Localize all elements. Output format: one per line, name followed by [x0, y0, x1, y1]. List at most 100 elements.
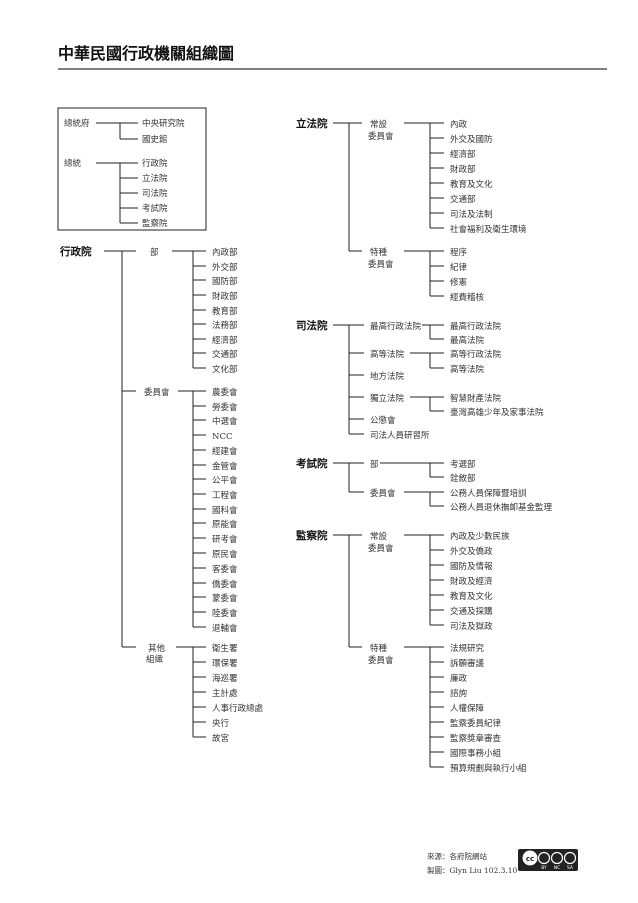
- author-note: 製圖：Glyn Liu 102.3.10: [427, 865, 518, 875]
- ctrl-special-label-line1: 特種: [370, 643, 388, 654]
- court-specialized: 獨立法院: [370, 393, 405, 404]
- exec-ministries-lines: [192, 250, 206, 369]
- ctrl-standing-item: 國防及情報: [450, 561, 493, 572]
- ctrl-special-label-line2: 委員會: [368, 655, 394, 666]
- source-note: 來源：各府院網站: [427, 851, 487, 861]
- cc-badge-text: cc: [526, 855, 534, 863]
- president-label: 總統: [64, 158, 82, 169]
- leg-standing-item: 內政: [450, 119, 468, 130]
- president-office-label: 總統府: [64, 118, 90, 129]
- examination-yuan: 考試院 部 委員會 考選部 銓敘部 公務人員保障暨培訓 公務人員退休撫卹基金監理: [296, 457, 553, 513]
- commissions-label: 委員會: [144, 387, 170, 398]
- commission-item: 農委會: [212, 387, 238, 398]
- page-title: 中華民國行政機關組織圖: [58, 44, 234, 63]
- court-child: 最高行政法院: [450, 321, 502, 332]
- cc-term: BY: [541, 865, 547, 871]
- ctrl-special-item: 訴願審議: [450, 658, 485, 669]
- ministry-item: 經濟部: [212, 335, 238, 346]
- other-org-item: 環保署: [212, 658, 238, 669]
- leg-special-lines: [429, 250, 444, 297]
- court-child: 臺灣高雄少年及家事法院: [450, 407, 544, 418]
- leg-standing-item: 交通部: [450, 194, 476, 205]
- ctrl-special-lines: [429, 646, 444, 768]
- executive-yuan-title: 行政院: [59, 245, 92, 258]
- exam-commission-item: 公務人員保障暨培訓: [450, 488, 527, 499]
- exec-commissions-lines: [192, 390, 206, 628]
- exam-ministries-label: 部: [370, 459, 379, 470]
- court-district: 地方法院: [370, 371, 405, 382]
- leg-special-item: 修憲: [450, 277, 468, 288]
- ministry-item: 財政部: [212, 291, 238, 302]
- ctrl-special-item: 人權保障: [450, 703, 485, 714]
- branch-child: 行政院: [142, 158, 168, 169]
- control-yuan: 監察院 常設 委員會 特種 委員會 內政及少數民族 外交及僑政 國防及情報 財政…: [296, 529, 527, 774]
- branch-child: 監察院: [142, 218, 168, 229]
- leg-standing-item: 司法及法制: [450, 209, 493, 220]
- ctrl-standing-item: 外交及僑政: [450, 546, 493, 557]
- ctrl-special-item: 監察獎章審查: [450, 733, 502, 744]
- commission-item: 中選會: [212, 416, 238, 427]
- ministry-item: 內政部: [212, 247, 238, 258]
- ctrl-standing-item: 司法及獄政: [450, 621, 493, 632]
- ministry-item: 國防部: [212, 276, 238, 287]
- other-org-item: 央行: [212, 718, 230, 729]
- commission-item: 勞委會: [212, 402, 238, 413]
- leg-standing-item: 財政部: [450, 164, 476, 175]
- commission-item: 原民會: [212, 549, 238, 560]
- other-org-item: 海巡署: [212, 673, 238, 684]
- judicial-yuan-title: 司法院: [296, 319, 328, 332]
- other-org-item: 人事行政總處: [212, 703, 264, 714]
- branch-child: 司法院: [142, 188, 168, 199]
- ctrl-special-item: 國際事務小組: [450, 748, 502, 759]
- commission-item: 僑委會: [212, 579, 238, 590]
- judicial-yuan: 司法院 最高行政法院 高等法院 地方法院 獨立法院 公懲會 司法人員研習所 最高…: [296, 319, 544, 441]
- ctrl-standing-item: 財政及經濟: [450, 576, 493, 587]
- leg-special-item: 紀律: [450, 262, 468, 273]
- cc-license-icon: cc BY NC SA: [518, 849, 578, 871]
- other-org-item: 故宮: [212, 733, 229, 744]
- ctrl-standing-item: 教育及文化: [450, 591, 493, 602]
- commission-item: NCC: [212, 432, 232, 442]
- court-child: 智慧財產法院: [450, 393, 502, 404]
- standing-label-line1: 常設: [370, 119, 388, 130]
- other-org-item: 主計處: [212, 688, 238, 699]
- ctrl-special-item: 預算規劃與執行小組: [450, 763, 527, 774]
- other-org-item: 衛生署: [212, 643, 238, 654]
- commission-item: 研考會: [212, 534, 238, 545]
- commission-item: 公平會: [212, 475, 238, 486]
- others-label-line2: 組織: [146, 654, 164, 665]
- leg-special-item: 程序: [450, 247, 468, 258]
- court-child: 高等法院: [450, 364, 485, 375]
- leg-standing-item: 社會福利及衛生環境: [450, 224, 527, 235]
- ministry-item: 法務部: [212, 320, 238, 331]
- footer: 來源：各府院網站 製圖：Glyn Liu 102.3.10 cc BY NC S…: [427, 849, 578, 875]
- judicial-academy: 司法人員研習所: [370, 430, 430, 441]
- ctrl-standing-label-line2: 委員會: [368, 543, 394, 554]
- commission-item: 退輔會: [212, 623, 238, 634]
- commission-item: 客委會: [212, 564, 238, 575]
- commission-item: 原能會: [212, 519, 238, 530]
- ctrl-special-item: 諮詢: [450, 688, 468, 699]
- exam-commission-item: 公務人員退休撫卹基金監理: [450, 502, 553, 513]
- ctrl-special-item: 監察委員紀律: [450, 718, 502, 729]
- control-yuan-title: 監察院: [296, 529, 328, 542]
- exec-others-lines: [192, 646, 206, 738]
- ministry-item: 教育部: [212, 306, 238, 317]
- ctrl-special-item: 法規研究: [450, 643, 485, 654]
- executive-yuan: 行政院 部 委員會 其他 組織 內政部 外交部 國防部 財政部 教育部 法務部 …: [59, 245, 264, 744]
- commission-item: 蒙委會: [212, 593, 238, 604]
- president-child: 中央研究院: [142, 118, 185, 129]
- ctrl-standing-item: 交通及採購: [450, 606, 493, 617]
- presidency-box: [57, 107, 207, 231]
- branch-child: 考試院: [142, 203, 168, 214]
- legislative-yuan-title: 立法院: [296, 117, 328, 130]
- legislative-yuan: 立法院 常設 委員會 特種 委員會 內政 外交及國防 經濟部 財政部 教育及文化…: [296, 117, 527, 303]
- exam-ministry-item: 考選部: [450, 459, 476, 470]
- court-supreme-admin: 最高行政法院: [370, 321, 422, 332]
- special-label-line2: 委員會: [368, 259, 394, 270]
- cc-term: NC: [554, 865, 561, 871]
- exam-ministry-item: 銓敘部: [450, 473, 476, 484]
- ministry-item: 外交部: [212, 262, 238, 273]
- exam-commissions-label: 委員會: [370, 488, 396, 499]
